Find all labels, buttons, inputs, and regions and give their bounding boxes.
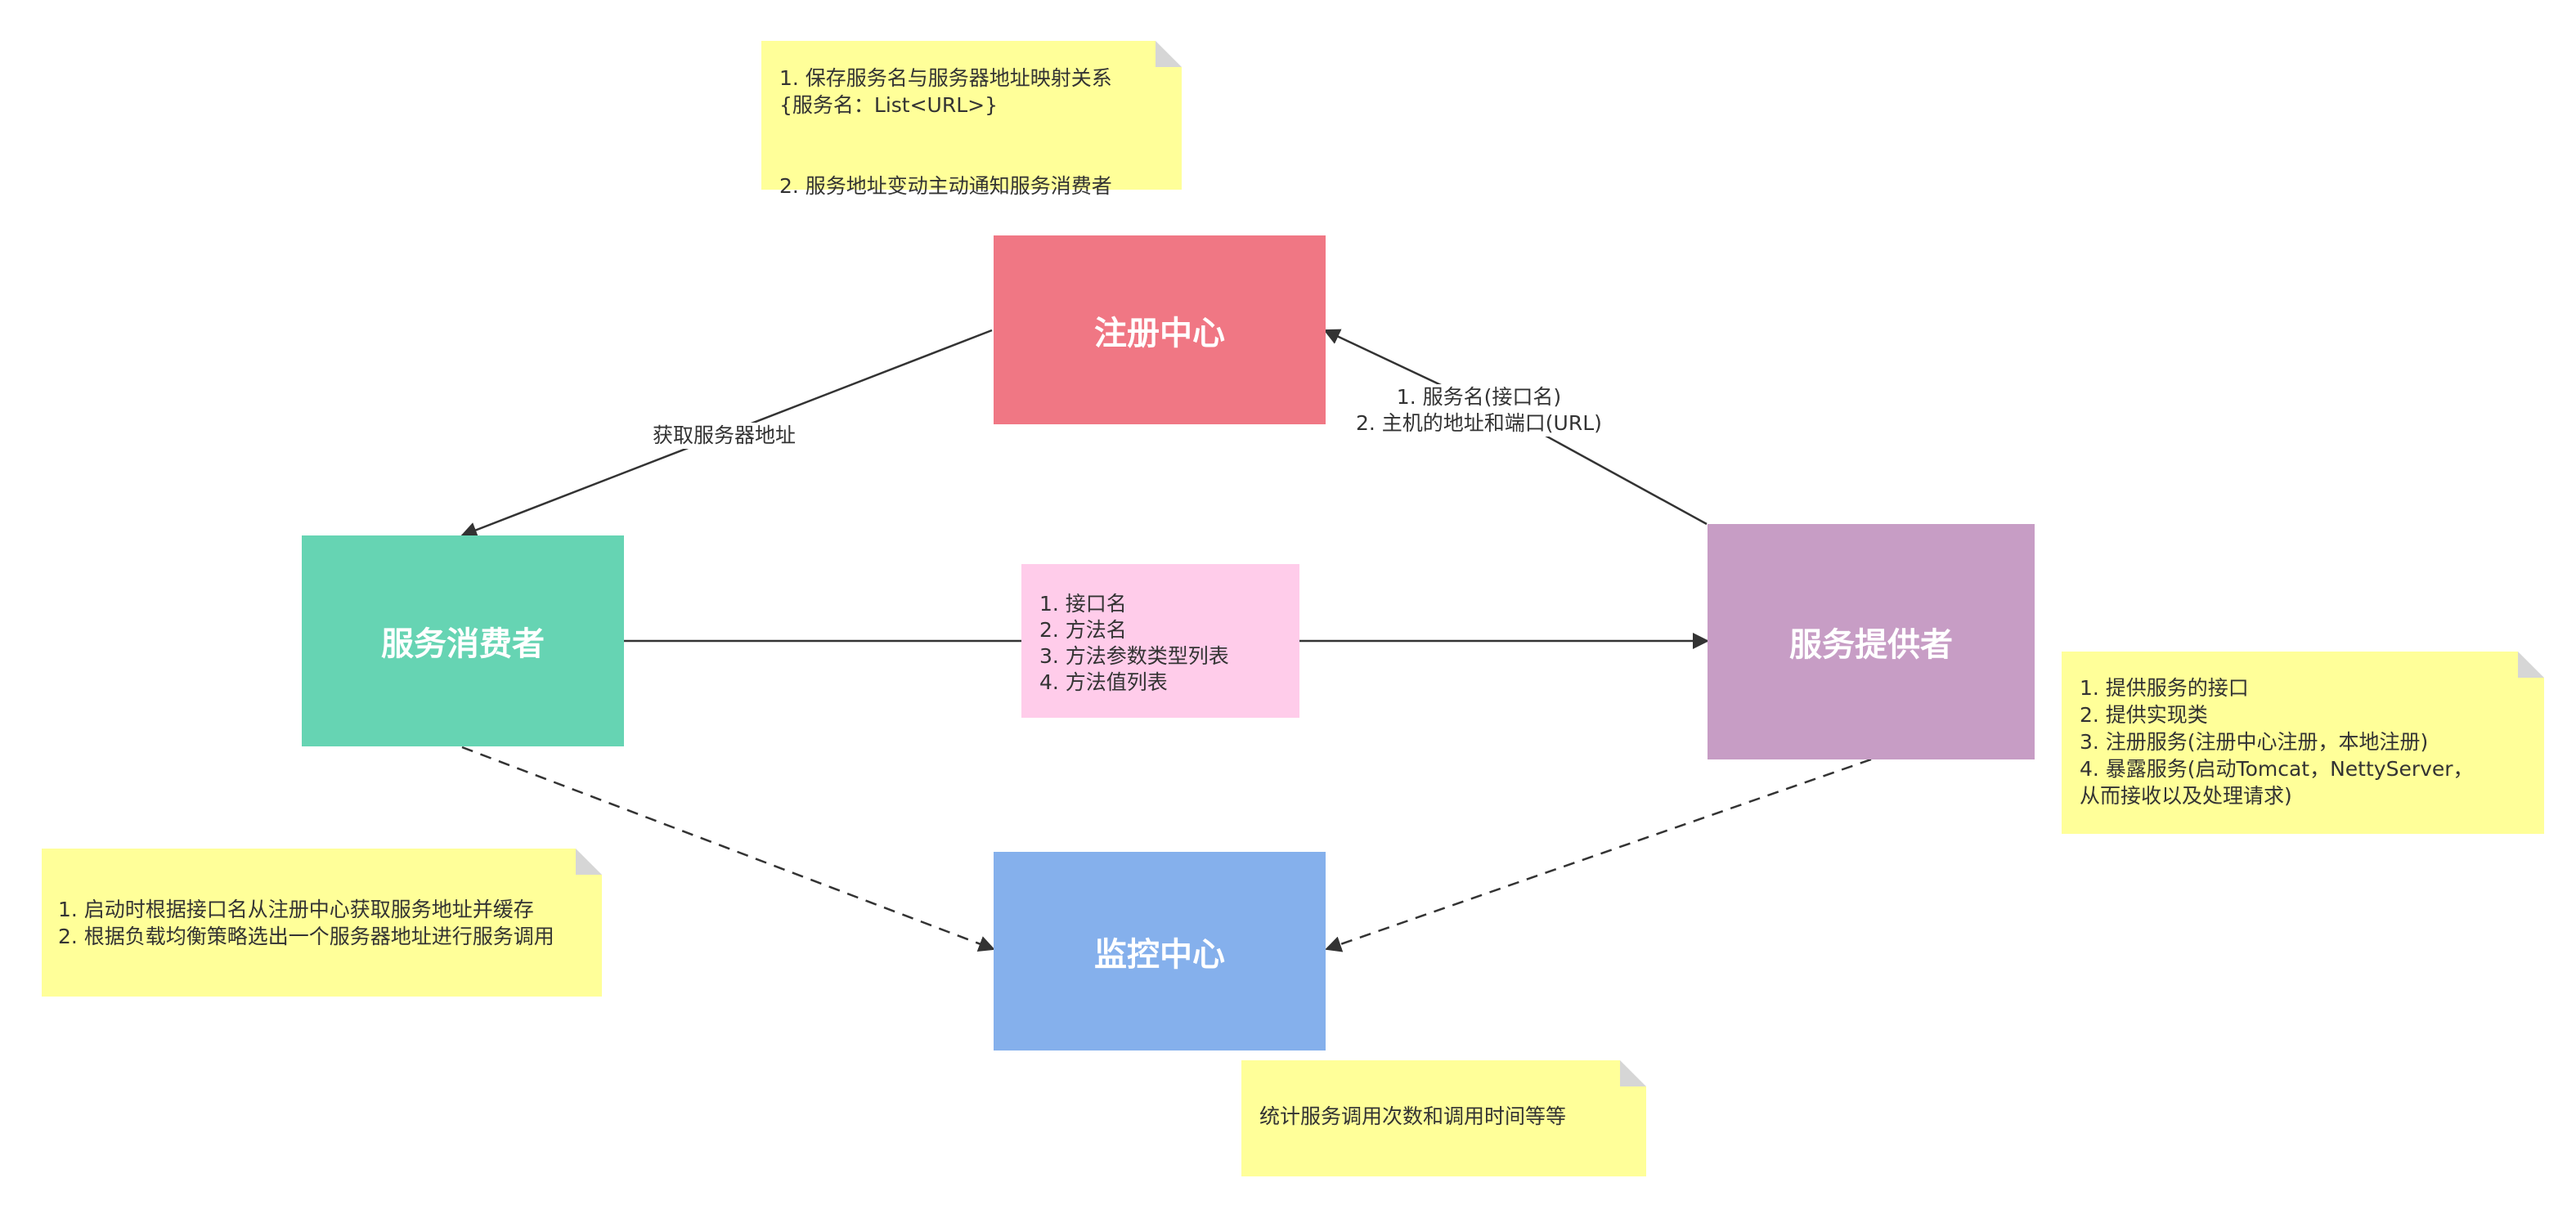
invoke-params-box: 1. 接口名 2. 方法名 3. 方法参数类型列表 4. 方法值列表: [1021, 564, 1299, 718]
note-fold-icon: [576, 849, 602, 875]
service-consumer-node[interactable]: 服务消费者: [302, 535, 624, 746]
note-fold-icon: [1156, 41, 1182, 67]
registry-center-node[interactable]: 注册中心: [994, 235, 1326, 424]
edge-provider-to-monitor: [1325, 758, 1872, 952]
service-provider-label: 服务提供者: [1789, 626, 1953, 664]
edge-consumer-to-monitor: [461, 746, 995, 952]
registry-note-text: 1. 保存服务名与服务器地址映射关系 {服务名：List<URL>} 2. 服务…: [779, 66, 1112, 198]
registry-note: 1. 保存服务名与服务器地址映射关系 {服务名：List<URL>} 2. 服务…: [761, 41, 1182, 198]
monitor-center-node[interactable]: 监控中心: [994, 852, 1326, 1050]
monitor-center-label: 监控中心: [1094, 935, 1225, 974]
invoke-params-text: 1. 接口名 2. 方法名 3. 方法参数类型列表 4. 方法值列表: [1039, 592, 1229, 694]
note-fold-icon: [1620, 1060, 1646, 1086]
service-provider-node[interactable]: 服务提供者: [1708, 524, 2035, 759]
registry-center-label: 注册中心: [1094, 314, 1225, 352]
monitor-note-text: 统计服务调用次数和调用时间等等: [1259, 1104, 1567, 1128]
fetch-address-label: 获取服务器地址: [653, 423, 797, 449]
consumer-note: 1. 启动时根据接口名从注册中心获取服务地址并缓存 2. 根据负载均衡策略选出一…: [42, 849, 602, 997]
register-info-label: 1. 服务名(接口名) 2. 主机的地址和端口(URL): [1356, 384, 1602, 437]
provider-note: 1. 提供服务的接口 2. 提供实现类 3. 注册服务(注册中心注册，本地注册)…: [2062, 652, 2544, 834]
service-consumer-label: 服务消费者: [381, 625, 545, 663]
consumer-note-text: 1. 启动时根据接口名从注册中心获取服务地址并缓存 2. 根据负载均衡策略选出一…: [58, 898, 554, 948]
monitor-note: 统计服务调用次数和调用时间等等: [1241, 1060, 1646, 1176]
provider-note-text: 1. 提供服务的接口 2. 提供实现类 3. 注册服务(注册中心注册，本地注册)…: [2080, 676, 2474, 808]
note-fold-icon: [2518, 652, 2544, 678]
